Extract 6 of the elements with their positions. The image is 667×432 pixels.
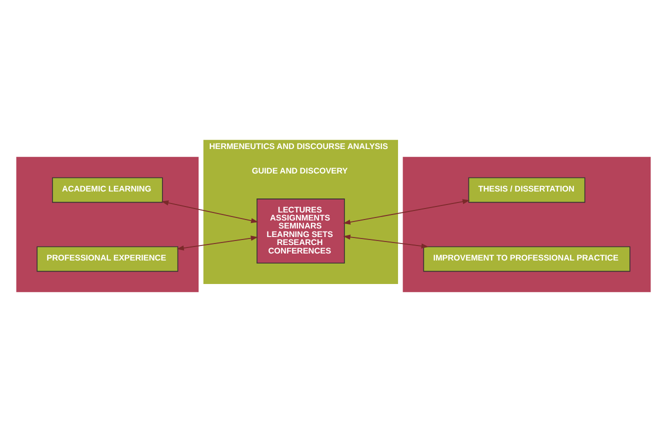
arrow	[176, 236, 258, 250]
arrow	[161, 200, 258, 224]
arrow	[343, 234, 429, 248]
cluster	[16, 156, 199, 292]
arrow	[343, 199, 470, 225]
cluster	[402, 156, 651, 292]
